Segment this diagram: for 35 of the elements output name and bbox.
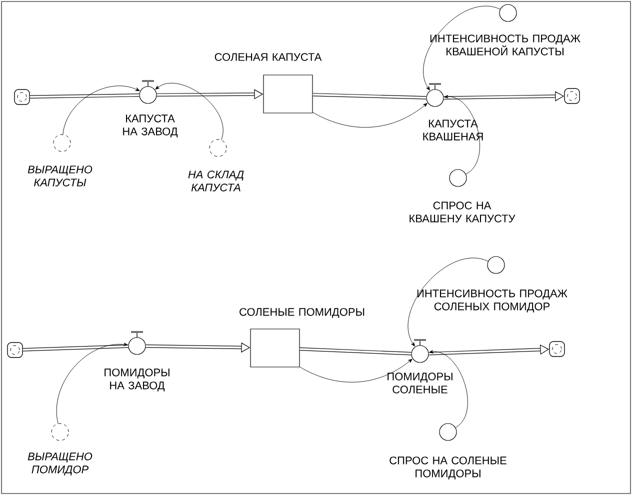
- node-label: СОЛЕНАЯ КАПУСТА: [214, 53, 322, 61]
- cloud-symbol: [549, 341, 565, 357]
- link-arrow: [312, 103, 428, 128]
- auxiliary-variable: ИНТЕНСИВНОСТЬ ПРОДАЖ КВАШЕНОЙ КАПУСТЫ: [430, 4, 580, 56]
- link-arrow: [56, 342, 128, 424]
- node-label: СОЛЕНЫЕ ПОМИДОРЫ: [240, 308, 364, 318]
- shadow-variable: НА СКЛАД КАПУСТА: [188, 139, 244, 192]
- stock-box: СОЛЕНЫЕ ПОМИДОРЫ: [240, 308, 364, 368]
- link-arrow: [62, 86, 140, 135]
- cloud-symbol: [564, 88, 580, 104]
- stock-box: СОЛЕНАЯ КАПУСТА: [214, 53, 322, 114]
- node-label: ИНТЕНСИВНОСТЬ ПРОДАЖ СОЛЕНЫХ ПОМИДОР: [417, 290, 568, 312]
- link-arrow: [429, 350, 468, 428]
- flow-pipe: [300, 347, 412, 356]
- link-arrow: [155, 82, 224, 140]
- flow-pipe: [30, 94, 140, 98]
- link-arrow: [300, 358, 412, 382]
- shadow-variable: ВЫРАЩЕНО ПОМИДОР: [28, 423, 92, 476]
- node-label: СПРОС НА СОЛЕНЫЕ ПОМИДОРЫ: [390, 456, 506, 480]
- flow-pipe: [22, 344, 128, 352]
- cloud-symbol: [14, 89, 30, 105]
- link-arrow: [408, 258, 488, 346]
- node-label: СПРОС НА КВАШЕНУ КАПУСТУ: [410, 202, 516, 222]
- auxiliary-variable: СПРОС НА КВАШЕНУ КАПУСТУ: [410, 169, 516, 222]
- link-arrow: [444, 94, 480, 174]
- link-arrow: [423, 6, 500, 90]
- auxiliary-variable: ИНТЕНСИВНОСТЬ ПРОДАЖ СОЛЕНЫХ ПОМИДОР: [417, 256, 568, 312]
- node-label: НА СКЛАД КАПУСТА: [188, 170, 244, 192]
- shadow-variable: ВЫРАЩЕНО КАПУСТЫ: [28, 134, 92, 186]
- node-label: ВЫРАЩЕНО ПОМИДОР: [28, 452, 92, 476]
- auxiliary-variable: СПРОС НА СОЛЕНЫЕ ПОМИДОРЫ: [390, 423, 506, 480]
- node-label: ВЫРАЩЕНО КАПУСТЫ: [28, 166, 92, 186]
- cloud-symbol: [7, 342, 23, 358]
- flow-pipe: [312, 93, 426, 100]
- node-label: ИНТЕНСИВНОСТЬ ПРОДАЖ КВАШЕНОЙ КАПУСТЫ: [430, 34, 580, 56]
